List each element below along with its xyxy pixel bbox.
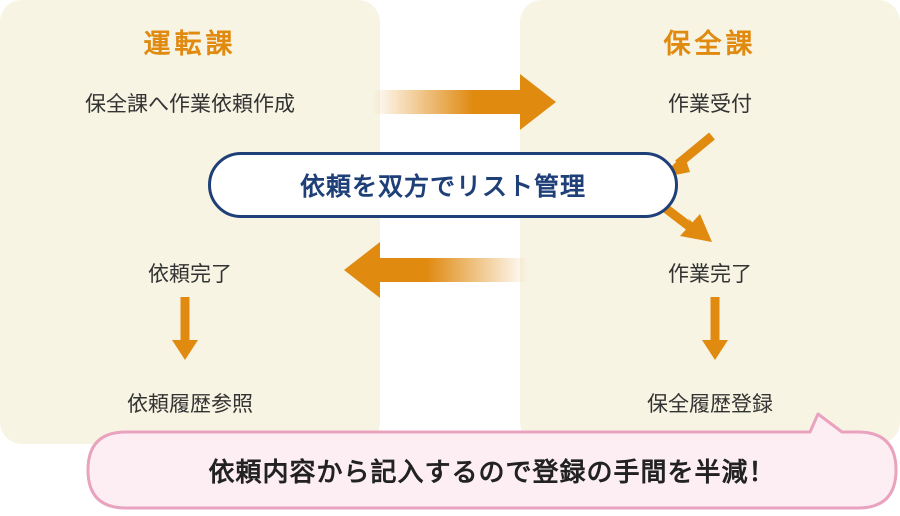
step-view-request-history: 依頼履歴参照 [127, 392, 253, 416]
step-work-complete: 作業完了 [668, 262, 752, 286]
unkou-heading: 運転課 [143, 29, 237, 60]
hozen-heading: 保全課 [663, 29, 757, 60]
step-request-complete: 依頼完了 [148, 262, 232, 286]
arrow-complete-to-unkou-icon [344, 242, 528, 298]
step-receive-work: 作業受付 [668, 92, 752, 116]
shared-list-management-pill: 依頼を双方でリスト管理 [208, 152, 678, 218]
arrow-request-to-hozen-icon [372, 74, 556, 130]
hozen-section-panel: 保全課 作業受付 作業完了 保全履歴登録 [520, 0, 900, 444]
unkou-section-panel: 運転課 保全課へ作業依頼作成 依頼完了 依頼履歴参照 [0, 0, 380, 444]
step-create-request: 保全課へ作業依頼作成 [85, 92, 295, 116]
callout-message: 依頼内容から記入するので登録の手間を半減！ [208, 457, 776, 488]
step-register-maintenance-history: 保全履歴登録 [647, 392, 773, 416]
callout-bubble-shape [86, 412, 898, 510]
